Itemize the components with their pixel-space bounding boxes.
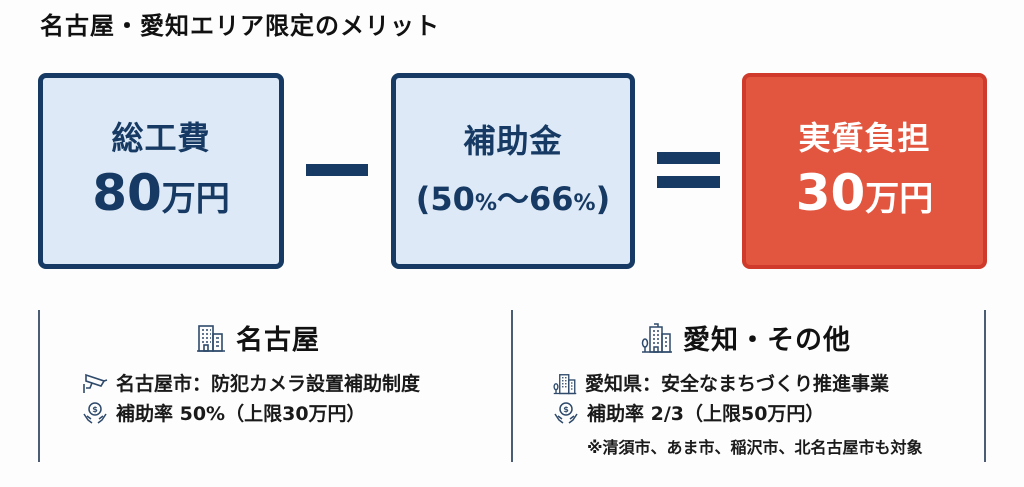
office-building-icon <box>196 323 226 353</box>
city-buildings-icon <box>553 371 577 395</box>
nagoya-heading: 名古屋 <box>196 318 320 357</box>
nagoya-rate-row: $ 補助率 50%（上限30万円） <box>82 399 366 426</box>
net-burden-value: 30万円 <box>795 164 934 223</box>
total-cost-box: 総工費 80万円 <box>38 73 284 269</box>
net-burden-label: 実質負担 <box>798 118 931 157</box>
money-hands-icon: $ <box>553 400 579 426</box>
nagoya-program-row: 名古屋市：防犯カメラ設置補助制度 <box>82 369 420 396</box>
divider-right <box>984 310 986 462</box>
page-title: 名古屋・愛知エリア限定のメリット <box>40 12 440 40</box>
subsidy-range: (50%〜66%) <box>415 180 611 219</box>
svg-text:$: $ <box>563 405 569 414</box>
minus-operator-icon <box>306 164 368 176</box>
aichi-rate-row: $ 補助率 2/3（上限50万円） <box>553 399 824 426</box>
total-cost-value: 80万円 <box>92 164 230 223</box>
aichi-eligible-cities-note: ※清須市、あま市、稲沢市、北名古屋市も対象 <box>587 438 923 457</box>
money-hands-icon: $ <box>82 400 108 426</box>
city-buildings-icon <box>641 322 673 354</box>
aichi-program-row: 愛知県：安全なまちづくり推進事業 <box>553 369 889 396</box>
net-burden-box: 実質負担 30万円 <box>742 73 987 269</box>
divider-middle <box>511 310 513 462</box>
security-camera-icon <box>82 372 108 394</box>
total-cost-label: 総工費 <box>111 118 211 157</box>
aichi-heading: 愛知・その他 <box>641 318 851 357</box>
divider-left <box>38 310 40 462</box>
subsidy-box: 補助金 (50%〜66%) <box>391 73 635 269</box>
svg-text:$: $ <box>92 405 98 414</box>
subsidy-label: 補助金 <box>463 121 563 160</box>
